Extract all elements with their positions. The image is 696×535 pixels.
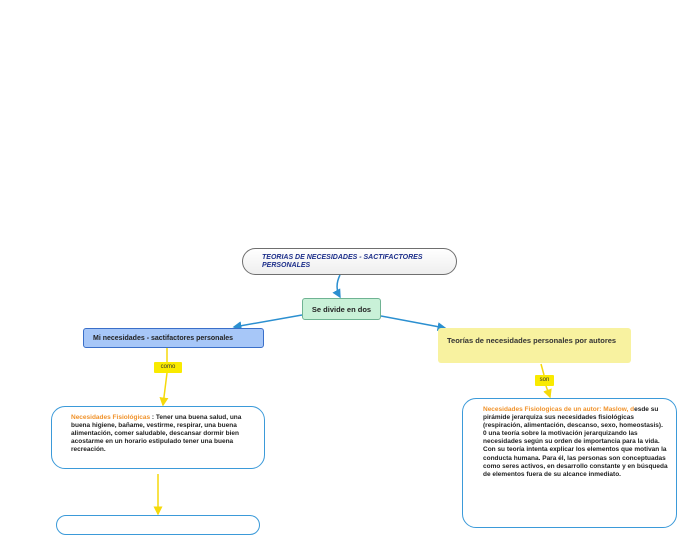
teorias-text: Teorías de necesidades personales por au… (447, 336, 617, 345)
edge-como-to-box (159, 372, 169, 407)
central-topic[interactable]: TEORIAS DE NECESIDADES - SACTIFACTORES P… (242, 248, 457, 275)
edge-divide-to-teorias (380, 315, 447, 332)
necesidades-fisiologicas-text: : Tener una buena salud, una buena higie… (71, 414, 242, 454)
bottom-node[interactable] (56, 515, 260, 535)
connector-lines (153, 274, 552, 516)
connector-label-como[interactable]: como (154, 362, 182, 373)
mis-necesidades-text: Mi necesidades - sactifactores personale… (93, 335, 234, 342)
necesidades-fisiologicas-highlight: Necesidades Fisiológicas (71, 414, 151, 421)
edge-divide-to-mis (232, 314, 303, 331)
edge-teorias-to-son (540, 363, 545, 376)
teorias-node[interactable]: Teorías de necesidades personales por au… (438, 328, 631, 363)
edge-title-to-divide (332, 274, 341, 299)
maslow-highlight: Necesidades Fisiologicas de un autor: Ma… (483, 406, 635, 413)
edge-son-to-box (543, 385, 552, 399)
maslow-node[interactable]: Necesidades Fisiologicas de un autor: Ma… (462, 398, 677, 528)
necesidades-fisiologicas-node[interactable]: Necesidades Fisiológicas : Tener una bue… (51, 406, 265, 469)
mis-necesidades-node[interactable]: Mi necesidades - sactifactores personale… (83, 328, 264, 348)
divide-node-text: Se divide en dos (311, 305, 372, 314)
divide-node[interactable]: Se divide en dos (302, 298, 381, 320)
central-topic-text: TEORIAS DE NECESIDADES - SACTIFACTORES P… (262, 254, 423, 269)
connector-label-son[interactable]: son (535, 375, 554, 386)
maslow-text: esde su pirámide jerarquiza sus necesida… (483, 406, 668, 478)
